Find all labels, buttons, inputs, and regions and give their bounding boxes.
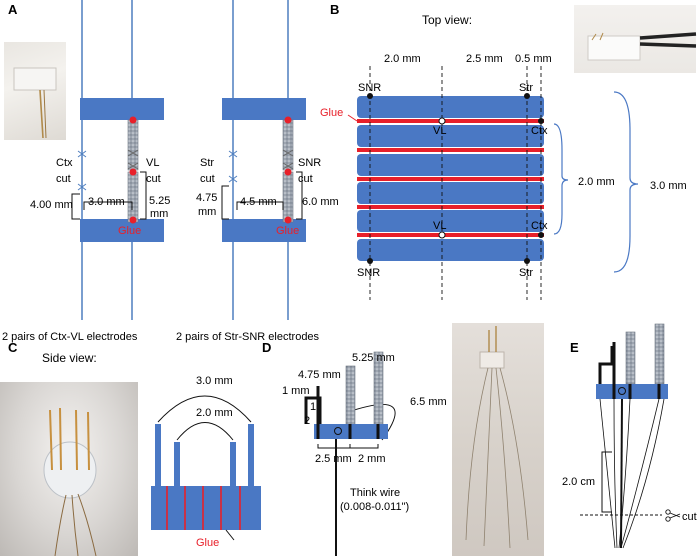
panel-letter-b: B	[330, 2, 339, 17]
c-dim-20: 2.0 mm	[196, 407, 233, 419]
a2-dim-45: 4.5 mm	[240, 196, 277, 208]
b-ctx-top: Ctx	[531, 125, 548, 137]
b-title: Top view:	[422, 13, 472, 27]
d-dim-25: 2.5 mm	[315, 453, 352, 465]
a2-dim-475a: 4.75	[196, 192, 217, 204]
a-dim-400: 4.00 mm	[30, 199, 73, 211]
a-dim-525a: 5.25	[149, 195, 170, 207]
panel-letter-a: A	[8, 2, 18, 17]
a2-dim-475b: mm	[198, 206, 216, 218]
a2-snr-label: SNR	[298, 157, 321, 169]
a-ctx-cut: cut	[56, 173, 71, 185]
b-ctx-bot: Ctx	[531, 220, 548, 232]
d-dim-65: 6.5 mm	[410, 396, 447, 408]
panel-a-str-snr	[221, 0, 306, 320]
c-glue: Glue	[196, 537, 219, 549]
panel-letter-d: D	[262, 340, 271, 355]
a2-dim-60: 6.0 mm	[302, 196, 339, 208]
panel-c-side-view	[151, 395, 261, 541]
panel-letter-e: E	[570, 340, 579, 355]
panel-d-assembly	[304, 351, 396, 556]
a2-caption: 2 pairs of Str-SNR electrodes	[176, 331, 320, 343]
b-vl-top: VL	[433, 125, 446, 137]
b-dim-05: 0.5 mm	[515, 53, 552, 65]
c-title: Side view:	[42, 351, 97, 365]
photo-b-detail	[587, 32, 697, 61]
a2-glue: Glue	[276, 225, 299, 237]
d-num-2: 2	[304, 415, 310, 427]
b-snr-top: SNR	[358, 82, 381, 94]
panel-letter-c: C	[8, 340, 18, 355]
d-dim-475: 4.75 mm	[298, 369, 341, 381]
a-vl-cut: cut	[146, 173, 161, 185]
photo-c-detail	[43, 407, 97, 556]
panel-e-assembly	[580, 323, 681, 549]
e-dim-20cm: 2.0 cm	[562, 476, 595, 488]
b-dim-outer: 3.0 mm	[650, 180, 687, 192]
d-dim-2: 2 mm	[358, 453, 386, 465]
b-str-bot: Str	[519, 267, 533, 279]
d-wire-2: (0.008-0.011")	[340, 501, 409, 513]
panel-a-ctx-vl	[71, 0, 164, 320]
d-num-1: 1	[310, 401, 316, 413]
b-vl-bot: VL	[433, 220, 446, 232]
a-ctx-label: Ctx	[56, 157, 73, 169]
photo-d-detail	[465, 326, 529, 549]
a2-str-cut: cut	[200, 173, 215, 185]
a-vl-label: VL	[146, 157, 159, 169]
b-str-top: Str	[519, 82, 533, 94]
a-dim-525b: mm	[150, 208, 168, 220]
photo-a-detail	[13, 67, 57, 139]
c-dim-30: 3.0 mm	[196, 375, 233, 387]
b-glue: Glue	[320, 107, 343, 119]
b-dim-20: 2.0 mm	[384, 53, 421, 65]
d-dim-1mm: 1 mm	[282, 385, 310, 397]
a-dim-30: 3.0 mm	[88, 196, 125, 208]
a-glue: Glue	[118, 225, 141, 237]
b-dim-25: 2.5 mm	[466, 53, 503, 65]
e-cut: cut	[682, 511, 697, 523]
photo-a-probe	[4, 42, 66, 140]
a2-snr-cut: cut	[298, 173, 313, 185]
panel-b-top-view	[347, 66, 639, 300]
d-dim-525: 5.25 mm	[352, 352, 395, 364]
b-snr-bot: SNR	[357, 267, 380, 279]
b-dim-inner: 2.0 mm	[578, 176, 615, 188]
d-wire-1: Think wire	[350, 487, 400, 499]
a-caption: 2 pairs of Ctx-VL electrodes	[2, 331, 138, 343]
a2-str-label: Str	[200, 157, 214, 169]
